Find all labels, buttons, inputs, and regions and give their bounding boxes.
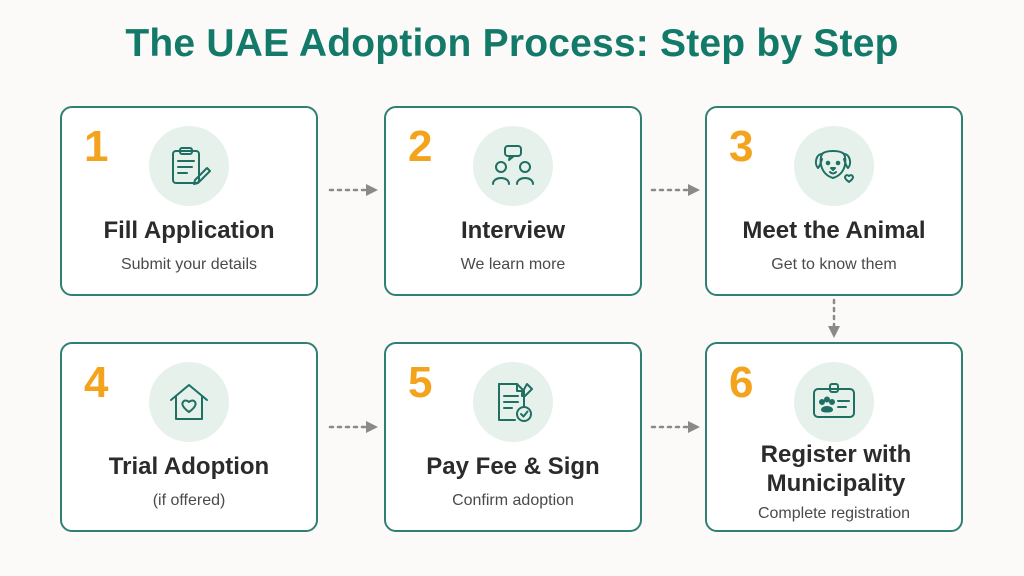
step-label: Interview	[460, 217, 566, 244]
step-description: (if offered)	[152, 492, 226, 509]
step-card-6: 6 Register with Municipality Complete re…	[705, 342, 963, 532]
paw-id-card-icon	[794, 362, 874, 442]
step-label: Pay Fee & Sign	[426, 453, 600, 480]
step-description: We learn more	[460, 256, 566, 273]
step-card-5: 5 Pay Fee & Sign Confirm adoption	[384, 342, 642, 532]
step-description: Submit your details	[120, 256, 258, 273]
step-description: Complete registration	[757, 505, 911, 522]
document-check-icon	[473, 362, 553, 442]
arrow-down-icon	[828, 298, 840, 338]
arrow-right-icon	[328, 184, 378, 196]
arrow-right-icon	[328, 421, 378, 433]
step-card-1: 1 Fill Application Submit your details	[60, 106, 318, 296]
step-card-3: 3 Meet the Animal Get to know them	[705, 106, 963, 296]
step-number: 4	[84, 358, 109, 407]
step-number: 1	[84, 122, 109, 171]
clipboard-pencil-icon	[149, 126, 229, 206]
house-heart-icon	[149, 362, 229, 442]
step-card-4: 4 Trial Adoption (if offered)	[60, 342, 318, 532]
arrow-right-icon	[650, 421, 700, 433]
people-chat-icon	[473, 126, 553, 206]
step-description: Confirm adoption	[452, 492, 574, 509]
step-number: 5	[408, 358, 433, 407]
step-label: Fill Application	[103, 217, 275, 244]
step-card-2: 2 Interview We learn more	[384, 106, 642, 296]
step-label: Meet the Animal	[742, 217, 926, 244]
step-number: 3	[729, 122, 754, 171]
step-number: 2	[408, 122, 433, 171]
step-label: Register with Municipality	[760, 441, 912, 497]
page-title: The UAE Adoption Process: Step by Step	[125, 22, 899, 65]
step-label: Trial Adoption	[108, 453, 270, 480]
dog-heart-icon	[794, 126, 874, 206]
step-number: 6	[729, 358, 754, 407]
arrow-right-icon	[650, 184, 700, 196]
step-description: Get to know them	[771, 256, 897, 273]
